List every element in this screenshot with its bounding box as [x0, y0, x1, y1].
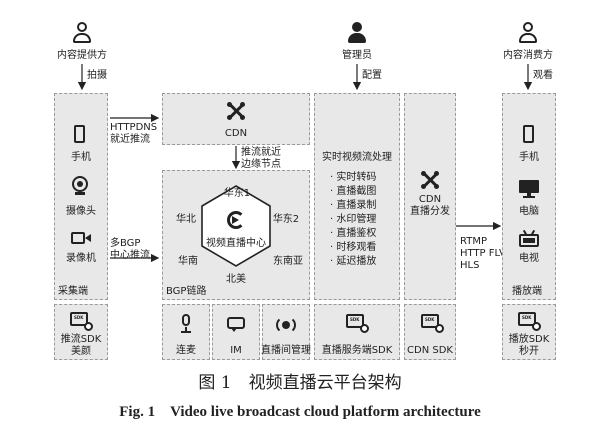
push-sdk-panel: [54, 304, 108, 360]
processing-item: · 直播鉴权: [330, 228, 377, 239]
cdn-top-panel: [162, 93, 310, 145]
admin-label: 管理员: [342, 50, 372, 61]
processing-item: · 实时转码: [330, 172, 377, 183]
gear-icon: [84, 322, 93, 331]
processing-panel: [314, 93, 400, 300]
push-top-line2: 就近推流: [110, 134, 150, 145]
bottom-sdk-label: 直播间管理: [261, 345, 311, 356]
gear-icon: [435, 324, 444, 333]
consumer-label: 内容消费方: [503, 50, 553, 61]
region-label: 华东1: [223, 188, 251, 199]
edge-line2: 边缘节点: [241, 159, 281, 170]
broadcast-icon: [276, 316, 296, 334]
bottom-sdk-label: CDN SDK: [407, 345, 453, 356]
playback-footer: 播放端: [512, 286, 542, 297]
im-panel: [212, 304, 260, 360]
region-label: 华南: [178, 256, 198, 267]
push-top-line1: HTTPDNS: [110, 122, 158, 133]
capture-item: 录像机: [66, 253, 96, 264]
gear-icon: [360, 324, 369, 333]
region-label: 北美: [226, 274, 246, 285]
processing-item: · 水印管理: [330, 214, 377, 225]
processing-item: · 直播录制: [330, 200, 377, 211]
capture-footer: 采集端: [58, 286, 88, 297]
region-label: 华东2: [272, 214, 300, 225]
sdk-icon: SDK: [70, 312, 88, 326]
monitor-icon: [519, 180, 539, 198]
cdn-dist-line1: CDN: [418, 194, 442, 205]
cdn-sdk-panel: [404, 304, 456, 360]
sdk-icon: SDK: [421, 314, 439, 328]
gear-icon: [532, 322, 541, 331]
push-bottom-line1: 多BGP: [110, 238, 141, 249]
cdn-node-icon: [421, 171, 439, 189]
processing-item: · 时移观看: [330, 242, 377, 253]
watch-label: 观看: [533, 70, 553, 81]
live-center-label: 视频直播中心: [206, 238, 266, 249]
shoot-label: 拍摄: [87, 70, 107, 81]
push-sdk-sub: 美颜: [71, 346, 91, 357]
phone-icon: [523, 125, 534, 143]
processing-item: · 直播截图: [330, 186, 377, 197]
playback-item: 电脑: [519, 206, 539, 217]
processing-title: 实时视频流处理: [322, 152, 392, 163]
provider-label: 内容提供方: [57, 50, 107, 61]
server-sdk-panel: [314, 304, 400, 360]
cdn-dist-panel: [404, 93, 456, 300]
capture-item: 手机: [71, 152, 91, 163]
webcam-icon: [72, 176, 88, 196]
protocol-label: RTMP: [460, 236, 487, 247]
capture-item: 摄像头: [66, 206, 96, 217]
phone-icon: [74, 125, 85, 143]
playback-item: 手机: [519, 152, 539, 163]
play-sdk-label: 播放SDK: [508, 334, 550, 345]
region-label: 华北: [176, 214, 196, 225]
bottom-sdk-label: IM: [230, 345, 242, 356]
admin-user-icon: [348, 22, 366, 44]
bottom-sdk-label: 直播服务端SDK: [321, 345, 393, 356]
protocol-label: HLS: [460, 260, 480, 271]
playback-item: 电视: [519, 253, 539, 264]
region-label: 东南亚: [273, 256, 303, 267]
push-bottom-line2: 中心推流: [110, 250, 150, 261]
provider-user-icon: [73, 22, 91, 44]
protocol-label: HTTP FLV: [460, 248, 506, 259]
config-label: 配置: [362, 70, 382, 81]
live-center-icon: [227, 211, 245, 229]
bgp-footer: BGP链路: [166, 286, 207, 297]
sdk-icon: SDK: [518, 312, 536, 326]
caption-cn: 图 1 视频直播云平台架构: [198, 373, 402, 393]
push-sdk-label: 推流SDK: [60, 334, 102, 345]
sdk-icon: SDK: [346, 314, 364, 328]
tv-icon: [519, 229, 539, 247]
caption-en: Fig. 1 Video live broadcast cloud platfo…: [119, 404, 481, 420]
edge-line1: 推流就近: [241, 147, 281, 158]
processing-item: · 延迟播放: [330, 256, 377, 267]
cdn-node-icon: [227, 102, 245, 120]
microphone-icon: [180, 314, 192, 334]
play-sdk-sub: 秒开: [519, 346, 539, 357]
bottom-sdk-label: 连麦: [176, 345, 196, 356]
cdn-dist-line2: 直播分发: [410, 206, 450, 217]
camcorder-icon: [71, 231, 91, 245]
capture-panel: [54, 93, 108, 300]
consumer-user-icon: [519, 22, 537, 44]
chat-icon: [227, 317, 245, 332]
cdn-top-label: CDN: [224, 128, 248, 139]
